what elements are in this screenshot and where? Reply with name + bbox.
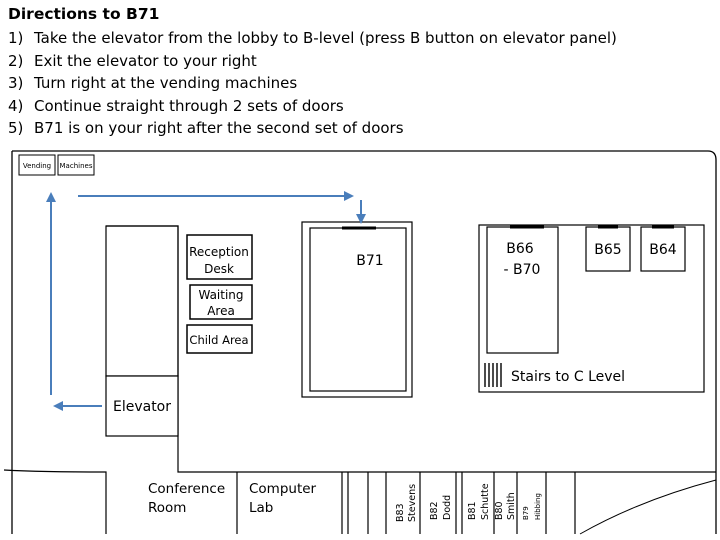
conference-label: Conference — [148, 481, 225, 497]
schutte-label: Schutte — [480, 483, 491, 520]
b64-label: B64 — [649, 242, 677, 258]
b82-label: B82 — [429, 501, 440, 520]
child-area-label: Child Area — [189, 333, 248, 347]
reception-desk — [186, 234, 253, 280]
waiting-label-2: Area — [207, 304, 235, 318]
elevator — [105, 375, 179, 437]
direction-step: 2) Exit the elevator to your right — [8, 50, 617, 73]
step-number: 5) — [8, 119, 24, 137]
b83-label: B83 — [395, 503, 406, 522]
computer-lab-label-2: Lab — [249, 500, 273, 516]
core-wall — [106, 225, 716, 473]
reception-label-2: Desk — [204, 262, 234, 276]
page-title: Directions to B71 — [8, 5, 160, 23]
waiting-label: Waiting — [198, 288, 243, 302]
b70-label: - B70 — [504, 262, 541, 278]
stairs-label: Stairs to C Level — [511, 369, 625, 385]
waiting-area — [189, 284, 253, 320]
building-outline — [11, 150, 717, 534]
bottom-right-wall — [574, 472, 717, 535]
elevator-shaft — [105, 225, 179, 377]
machines-box — [57, 154, 95, 176]
b80-label: B80 — [494, 501, 505, 520]
vending-box — [18, 154, 56, 176]
direction-step: 3) Turn right at the vending machines — [8, 72, 617, 95]
b81-label: B81 — [467, 501, 478, 520]
right-block — [478, 224, 705, 393]
direction-step: 4) Continue straight through 2 sets of do… — [8, 95, 617, 118]
step-text: Take the elevator from the lobby to B-le… — [34, 29, 617, 47]
step-text: Exit the elevator to your right — [34, 51, 257, 70]
elevator-label: Elevator — [113, 399, 171, 415]
step-number: 4) — [8, 96, 24, 115]
b65-label: B65 — [594, 242, 621, 258]
conference-label-2: Room — [148, 500, 186, 516]
step-number: 1) — [8, 29, 24, 47]
step-text: Continue straight through 2 sets of door… — [34, 96, 344, 115]
room-b71-outer — [301, 221, 413, 398]
step-text: Turn right at the vending machines — [34, 74, 298, 92]
child-area — [186, 324, 253, 354]
b66-label: B66 — [506, 241, 534, 257]
stairs-icon — [484, 363, 502, 387]
bottom-wall — [3, 469, 107, 534]
step-number: 2) — [8, 51, 24, 70]
smith-label: Smith — [506, 492, 517, 520]
b79-label: B79 — [522, 506, 530, 520]
b71-label: B71 — [356, 253, 383, 269]
step-number: 3) — [8, 74, 24, 92]
hibbing-label: Hibbing — [534, 493, 542, 520]
direction-step: 1) Take the elevator from the lobby to B-… — [8, 27, 617, 50]
step-text: B71 is on your right after the second se… — [34, 119, 404, 137]
vending-label: Vending — [23, 162, 51, 170]
dodd-label: Dodd — [442, 495, 453, 520]
machines-label: Machines — [60, 162, 93, 170]
computer-lab-label: Computer — [249, 481, 317, 497]
reception-label: Reception — [189, 245, 249, 259]
stevens-label: Stevens — [407, 484, 418, 522]
route-path — [46, 191, 366, 411]
directions-list: 1) Take the elevator from the lobby to B-… — [8, 27, 617, 140]
direction-step: 5) B71 is on your right after the second … — [8, 117, 617, 140]
